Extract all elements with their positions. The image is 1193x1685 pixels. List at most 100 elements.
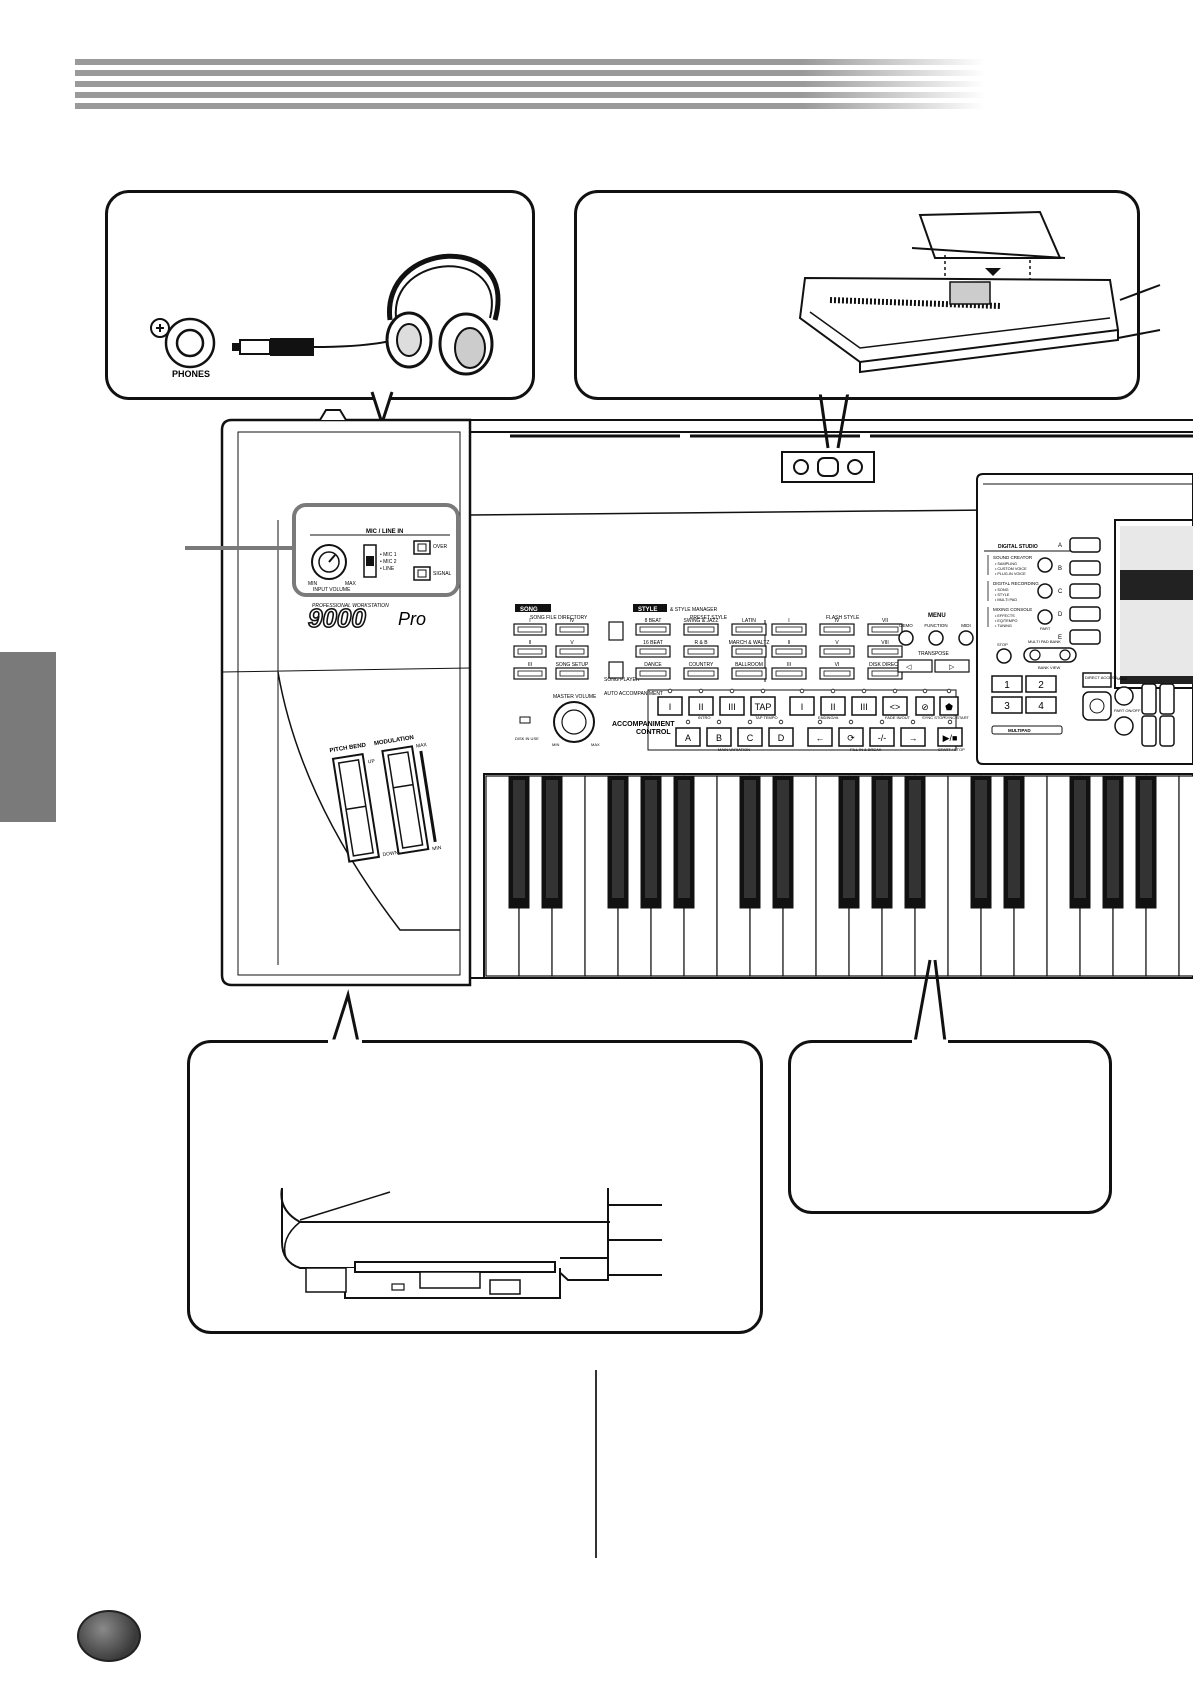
flash-style-button-label: DISK DIRECT [869,662,901,668]
preset-style-button-label: COUNTRY [689,662,714,668]
start-stop-button[interactable] [937,727,963,747]
intro-button-label: TAP [755,702,772,712]
intro-label: INTRO [698,715,710,720]
column-divider [595,1370,597,1558]
multipad-button[interactable] [991,696,1023,714]
lcd-side-button[interactable] [1069,583,1101,599]
keyboard-callout [788,1040,1112,1214]
song-button-label: III [528,662,532,668]
ds-group-item: • EQ/TEMPO [995,619,1017,623]
main-variation-button[interactable] [706,727,732,747]
bank-label: MULTI PAD BANK [1028,639,1061,644]
menu-button[interactable] [958,630,974,646]
header-stripe [75,59,985,65]
multipad-number: 2 [1038,680,1044,691]
fill-in-button-label: ⟳ [847,733,855,743]
ds-group-title: DIGITAL RECORDING [993,581,1039,586]
flash-style-button-label: V [835,640,839,646]
main-variation-button[interactable] [675,727,701,747]
song-title: SONG [520,607,538,613]
song-button-label: SONG SETUP [556,662,589,668]
multipad-button[interactable] [1025,696,1057,714]
menu-button[interactable] [928,630,944,646]
main-variation-button-label: D [778,733,785,743]
direct-access-label: DIRECT ACCESS [1085,675,1117,680]
lcd-side-button[interactable] [1069,537,1101,553]
ending-button[interactable] [820,696,846,716]
header-stripe [75,103,985,109]
svg-text:▷: ▷ [949,664,955,671]
ds-button[interactable] [1037,583,1053,599]
lcd-side-letter: A [1058,543,1062,549]
intro-button[interactable] [750,696,776,716]
fill-in-button[interactable] [900,727,926,747]
song-button-label: I [529,618,530,624]
fill-in-button[interactable] [869,727,895,747]
stop-label: STOP [997,642,1008,647]
multipad-number: 3 [1004,701,1010,712]
preset-style-button-label: MARCH & WALTZ [729,640,770,646]
ds-group-item: • SAMPLING [995,562,1017,566]
ds-group-item: • STYLE [995,593,1010,597]
ds-button[interactable] [1037,557,1053,573]
start-stop-label: START / STOP [938,747,965,752]
lcd-side-button[interactable] [1069,629,1101,645]
sync-start-button-label: ⬟ [945,702,953,712]
intro-button-label: III [728,702,736,712]
ds-group-item: • CUSTOM VOICE [995,567,1027,571]
song-button-label: IV [570,618,575,624]
ds-group-item: • PLUG-IN VOICE [995,572,1026,576]
ds-group-title: MIXING CONSOLE [993,607,1032,612]
sync-stop-button[interactable] [915,696,935,716]
digital-studio-groups: SOUND CREATOR• SAMPLING• CUSTOM VOICE• P… [987,555,1053,628]
phones-label: PHONES [172,369,210,379]
chapter-side-tab [0,652,56,822]
main-variation-button[interactable] [737,727,763,747]
white-key[interactable] [1178,775,1193,977]
menu-button-label: FUNCTION [924,623,947,628]
disk-drive-callout [187,1040,763,1334]
phones-jack-icon [150,317,216,369]
intro-button[interactable] [719,696,745,716]
fade-label: FADE IN/OUT [885,715,911,720]
fill-in-button[interactable] [807,727,833,747]
intro-button[interactable] [688,696,714,716]
song-player-label: SONG PLAYER [604,677,640,683]
ds-button[interactable] [1037,609,1053,625]
ending-button[interactable] [789,696,815,716]
main-variation-button-label: C [747,733,754,743]
header-stripe [75,70,985,76]
flash-style-button-label: VII [882,618,888,624]
flash-style-button-label: VIII [881,640,889,646]
sync-start-button[interactable] [939,696,959,716]
main-variation-label: MAIN VARIATION [718,747,750,752]
ds-group-item: • TUNING [995,624,1012,628]
fill-in-button-label: -/- [878,733,887,743]
part-on-off-label: PART ON/OFF [1114,708,1141,713]
mic-min-label: MIN [308,581,318,587]
preset-style-label: PRESET STYLE [690,615,728,621]
menu-title: MENU [928,613,946,619]
flash-style-button-label: VI [835,662,840,668]
lcd-side-button[interactable] [1069,606,1101,622]
multipad-button[interactable] [991,675,1023,693]
model-tagline: PROFESSIONAL WORKSTATION [312,603,389,609]
lcd-side-letter: C [1058,589,1063,595]
lcd-side-button[interactable] [1069,560,1101,576]
ending-button[interactable] [882,696,908,716]
fill-in-button[interactable] [838,727,864,747]
flash-style-button-label: I [788,618,789,624]
main-variation-button[interactable] [768,727,794,747]
menu-button[interactable] [898,630,914,646]
mod-max-label: MAX [416,742,428,750]
ending-button-label: II [830,702,835,712]
multipad-button[interactable] [1025,675,1057,693]
pitch-up-label: UP [368,758,376,765]
model-name: 9000 [308,603,366,633]
ending-button[interactable] [851,696,877,716]
intro-button[interactable] [657,696,683,716]
song-subtitle: SONG FILE DIRECTORY [530,615,588,621]
